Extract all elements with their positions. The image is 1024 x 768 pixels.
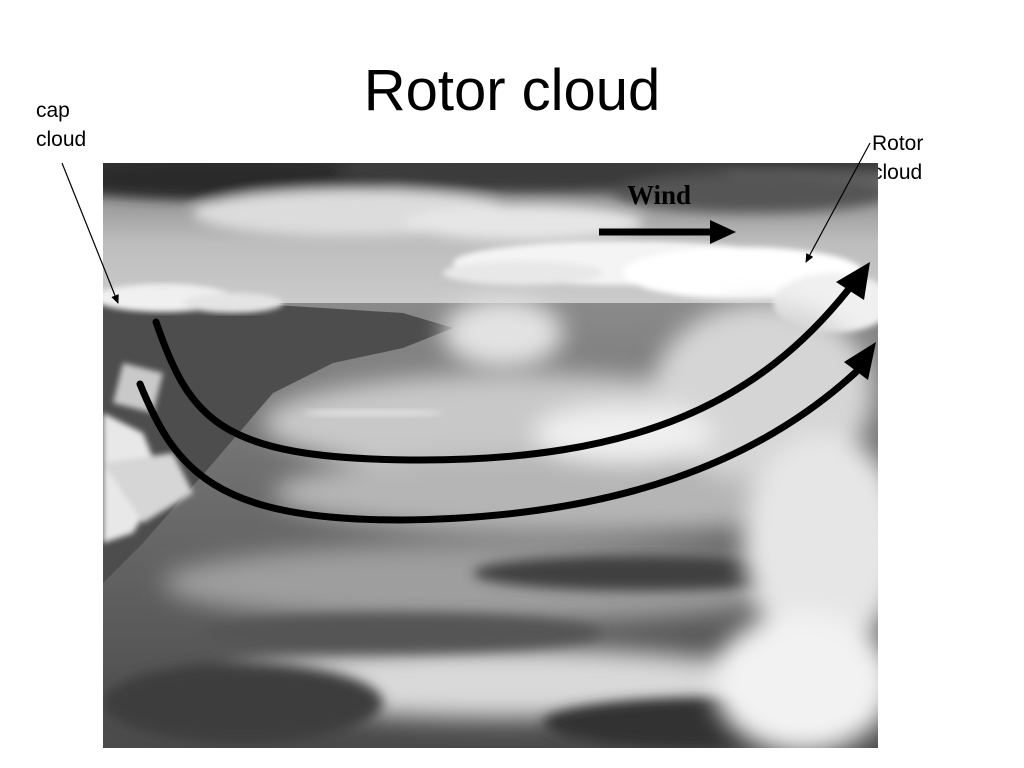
rotor-cloud-label-line-1: Rotor bbox=[872, 132, 924, 155]
valley-shadows bbox=[103, 555, 863, 748]
upper-dark-clouds bbox=[103, 163, 878, 241]
slide-title: Rotor cloud bbox=[363, 58, 661, 123]
rotor-cloud-label: Rotor cloud bbox=[872, 129, 923, 187]
streak-cloud bbox=[303, 409, 443, 417]
rotor-cloud-label-line-2: cloud bbox=[872, 161, 923, 184]
cap-cloud-label-line-1: cap bbox=[36, 99, 70, 122]
aerial-photo bbox=[103, 163, 878, 748]
wind-label: Wind bbox=[627, 180, 692, 210]
cap-cloud-label: cap cloud bbox=[36, 96, 86, 154]
cap-cloud-label-line-2: cloud bbox=[36, 128, 87, 151]
